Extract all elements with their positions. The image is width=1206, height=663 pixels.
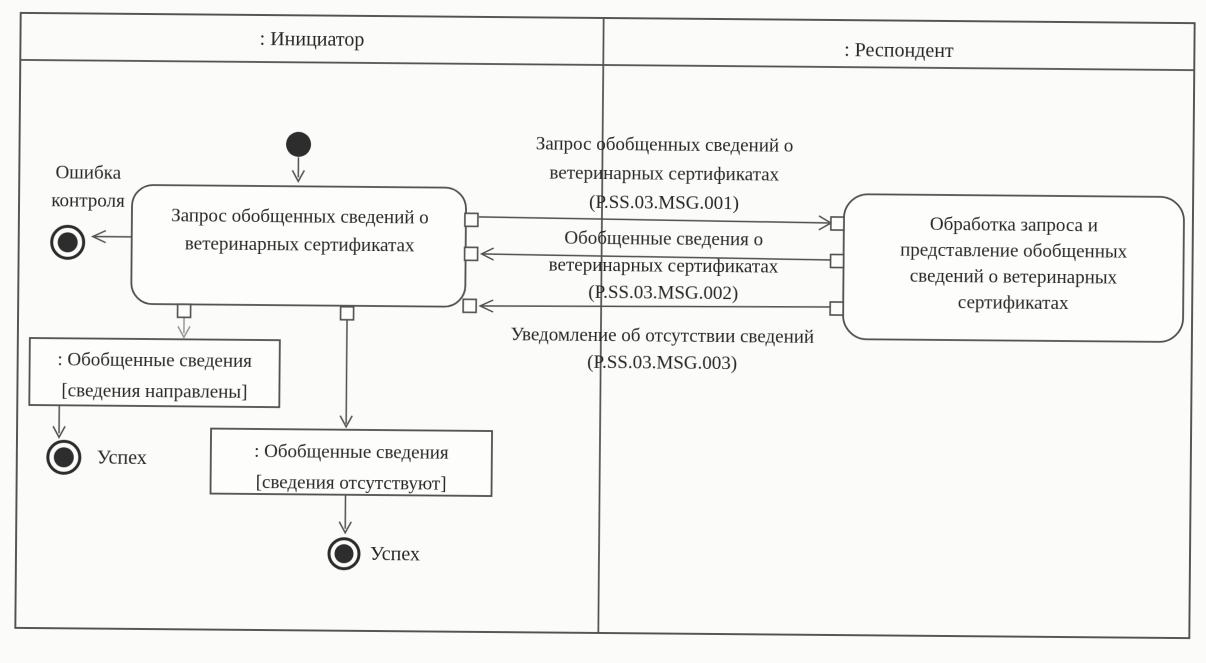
object-absent-guard: [сведения отсутствуют] xyxy=(255,471,447,495)
pin-initiator-out-object-absent xyxy=(339,305,355,321)
message-3-arrow xyxy=(478,299,831,313)
object-absent-name: : Обобщенные сведения xyxy=(253,440,449,464)
message-1-label: Запрос обобщенных сведений о ветеринарны… xyxy=(535,133,794,215)
flow-sent-to-success xyxy=(52,405,66,439)
pin-initiator-in-msg2 xyxy=(463,246,479,262)
message-2-label: Обобщенные сведения о ветеринарных серти… xyxy=(548,227,779,305)
lane-title-respondent: : Респондент xyxy=(844,39,954,63)
flow-to-object-sent xyxy=(177,317,191,339)
respondent-activity-label: Обработка запроса и представление обобще… xyxy=(900,213,1128,315)
flow-absent-to-success xyxy=(338,494,352,535)
diagram-frame xyxy=(14,11,1196,640)
object-sent-guard: [сведения направлены] xyxy=(61,380,248,403)
initial-node xyxy=(286,131,312,183)
success-label-absent: Успех xyxy=(369,542,421,566)
flow-to-object-absent xyxy=(339,319,353,429)
error-flow-arrow xyxy=(90,229,132,244)
success-label-sent: Успех xyxy=(96,446,147,470)
pin-respondent-out-msg3 xyxy=(829,301,845,316)
object-box-data-absent xyxy=(209,427,493,497)
lane-header-separator xyxy=(20,59,1195,71)
pin-initiator-in-msg3 xyxy=(462,298,478,314)
success-final-node-sent xyxy=(46,439,82,475)
error-final-label: Ошибка контроля xyxy=(51,162,125,212)
object-sent-name: : Обобщенные сведения xyxy=(57,349,253,372)
lane-title-initiator: : Инициатор xyxy=(259,27,365,51)
pin-initiator-out-msg1 xyxy=(464,212,479,228)
message-3-label: Уведомление об отсутствии сведений (P.SS… xyxy=(510,324,815,375)
pin-initiator-out-object-sent xyxy=(176,303,192,319)
pin-respondent-in-msg1 xyxy=(830,216,845,231)
message-2-arrow xyxy=(479,247,831,261)
initiator-activity-label: Запрос обобщенных сведений о ветеринарны… xyxy=(171,205,429,257)
lane-divider xyxy=(597,17,605,633)
success-final-node-absent xyxy=(327,537,361,571)
pin-respondent-out-msg2 xyxy=(829,253,845,269)
object-box-data-sent xyxy=(28,337,281,409)
error-final-node xyxy=(50,224,86,260)
